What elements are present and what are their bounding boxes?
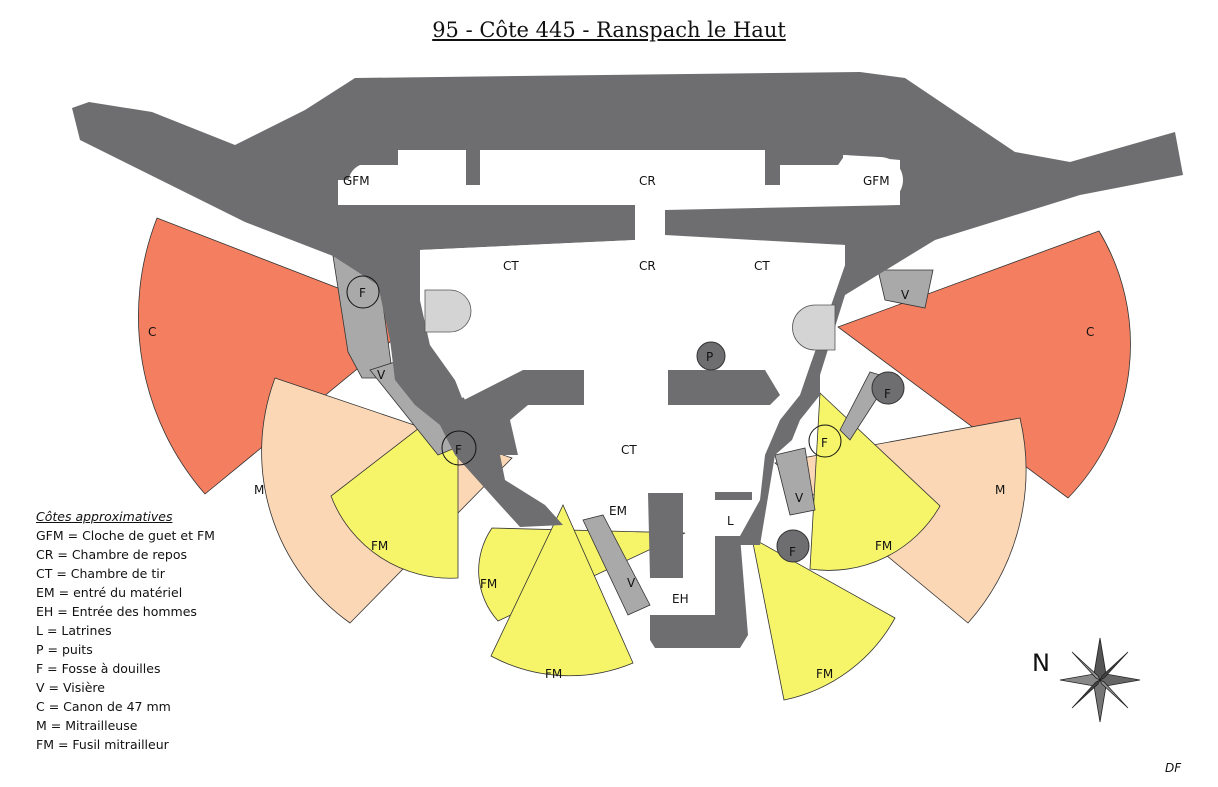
north-label: N xyxy=(1032,649,1050,677)
fusil-sector-right-2 xyxy=(751,537,896,701)
room-cr-top xyxy=(348,150,903,203)
label-fm-left-2: FM xyxy=(480,577,497,591)
legend: Côtes approximatives GFM = Cloche de gue… xyxy=(36,507,215,754)
label-em: EM xyxy=(609,504,627,518)
author-initials: DF xyxy=(1165,761,1182,775)
label-l: L xyxy=(727,514,734,528)
fosse-left-upper xyxy=(346,275,380,309)
legend-item: F = Fosse à douilles xyxy=(36,661,161,676)
visor-right-l xyxy=(774,447,816,516)
legend-item: C = Canon de 47 mm xyxy=(36,699,171,714)
legend-title: Côtes approximatives xyxy=(36,509,173,524)
puits xyxy=(696,341,726,371)
legend-item: GFM = Cloche de guet et FM xyxy=(36,528,215,543)
legend-item: CR = Chambre de repos xyxy=(36,547,188,562)
fosse-right-middle xyxy=(808,424,842,458)
legend-item: EH = Entrée des hommes xyxy=(36,604,197,619)
label-cr-top: CR xyxy=(639,174,656,188)
label-f-right-upper: F xyxy=(884,387,891,401)
label-f-right-lower: F xyxy=(789,545,796,559)
concrete-wall-right-ct xyxy=(668,370,780,405)
concrete-wall-left-ct xyxy=(464,370,584,455)
page-title: 95 - Côte 445 - Ranspach le Haut xyxy=(432,18,786,42)
legend-item: M = Mitrailleuse xyxy=(36,718,138,733)
fosse-left-lower xyxy=(441,430,477,466)
fusil-sector-right-1 xyxy=(809,392,941,571)
room-ct-center xyxy=(420,210,845,545)
canon-sector-left xyxy=(138,217,419,495)
visor-right-upper xyxy=(877,269,934,309)
concrete-stub-l xyxy=(715,492,752,500)
label-m-left: M xyxy=(254,483,264,497)
legend-item: V = Visière xyxy=(36,680,105,695)
cloche-right xyxy=(792,304,836,351)
legend-item: EM = entré du matériel xyxy=(36,585,183,600)
label-fm-right-2: FM xyxy=(816,667,833,681)
label-gfm-left: GFM xyxy=(343,174,370,188)
label-cr-middle: CR xyxy=(639,259,656,273)
label-fm-left-3: FM xyxy=(545,667,562,681)
label-f-right-middle: F xyxy=(821,436,828,450)
label-c-right: C xyxy=(1086,325,1094,339)
canon-sector-right xyxy=(837,230,1131,499)
label-fm-left-1: FM xyxy=(371,539,388,553)
fosse-right-lower xyxy=(776,529,810,563)
compass-rose-icon xyxy=(1059,637,1141,723)
label-m-right: M xyxy=(995,483,1005,497)
legend-item: P = puits xyxy=(36,642,93,657)
concrete-block-em xyxy=(648,493,683,578)
fusil-sector-left-3 xyxy=(490,504,634,677)
label-v-right-upper: V xyxy=(901,288,910,302)
label-gfm-right: GFM xyxy=(863,174,890,188)
cloche-left xyxy=(424,289,472,333)
label-v-center: V xyxy=(627,576,636,590)
label-v-left: V xyxy=(377,368,386,382)
label-c-left: C xyxy=(148,325,156,339)
label-ct-left: CT xyxy=(503,259,519,273)
label-fm-right-1: FM xyxy=(875,539,892,553)
legend-item: L = Latrines xyxy=(36,623,112,638)
legend-item: CT = Chambre de tir xyxy=(36,566,165,581)
label-eh: EH xyxy=(672,592,689,606)
concrete-block-eh xyxy=(650,536,748,648)
main-concrete-block xyxy=(72,72,1183,545)
label-ct-right: CT xyxy=(754,259,770,273)
label-p: P xyxy=(706,350,713,364)
visor-center-em xyxy=(582,514,651,616)
label-ct-lower: CT xyxy=(621,443,637,457)
fosse-right-upper xyxy=(871,371,905,405)
label-f-left-upper: F xyxy=(359,286,366,300)
legend-item: FM = Fusil mitrailleur xyxy=(36,737,169,752)
label-f-left-lower: F xyxy=(455,443,462,457)
fusil-sector-left-1 xyxy=(330,397,459,579)
label-v-right-lower: V xyxy=(795,491,804,505)
